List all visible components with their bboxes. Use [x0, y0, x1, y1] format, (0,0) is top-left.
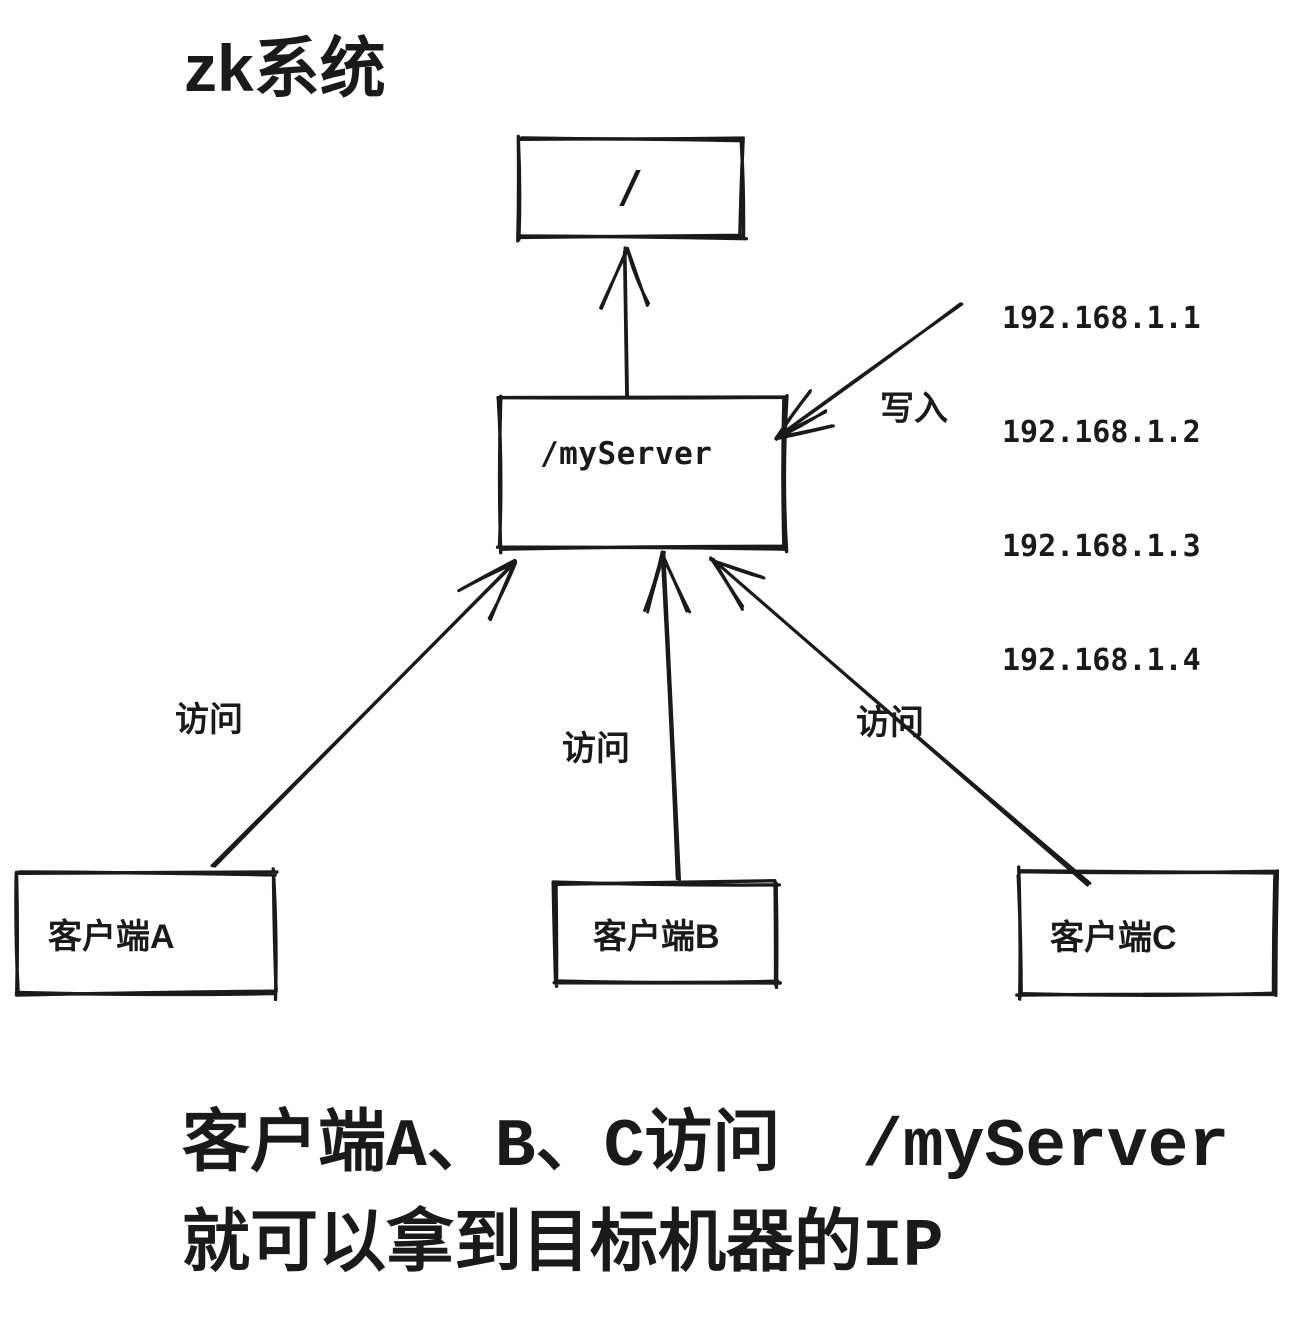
node-client-c: 客户端C	[1020, 873, 1275, 995]
caption-line-2: 就可以拿到目标机器的IP	[182, 1209, 944, 1286]
edge-write-arrow	[774, 302, 964, 441]
ip-address-line: 192.168.1.2	[1002, 415, 1201, 450]
node-client-c-label: 客户端C	[1050, 918, 1177, 957]
edge-label-write: 写入	[880, 390, 948, 428]
node-myserver: /myServer	[500, 396, 785, 548]
ip-address-line: 192.168.1.4	[1002, 643, 1201, 678]
caption-line-1: 客户端A、B、C访问 /myServer	[182, 1109, 1230, 1186]
node-root-box	[516, 134, 749, 243]
ip-address-list: 192.168.1.1 192.168.1.2 192.168.1.3 192.…	[1002, 224, 1201, 756]
node-client-a: 客户端A	[18, 873, 275, 993]
edge-label-access-c: 访问	[856, 704, 924, 742]
edge-label-access-a: 访问	[175, 701, 243, 739]
node-client-a-label: 客户端A	[48, 917, 175, 956]
ip-address-line: 192.168.1.1	[1002, 301, 1201, 336]
edge-client-c-access-arrow	[709, 556, 1092, 887]
edge-client-a-access-arrow	[210, 558, 517, 868]
node-root-label: /	[616, 162, 644, 213]
node-myserver-box	[495, 394, 789, 555]
node-client-c-box	[1015, 865, 1280, 1001]
edge-label-access-b: 访问	[562, 730, 630, 768]
edge-myserver-to-root-arrow	[599, 246, 651, 398]
node-client-a-box	[14, 867, 279, 1002]
node-client-b-label: 客户端B	[593, 917, 720, 956]
node-root: /	[518, 138, 742, 237]
diagram-title: zk系统	[184, 31, 386, 105]
ip-address-line: 192.168.1.3	[1002, 529, 1201, 564]
node-client-b: 客户端B	[555, 883, 777, 983]
edge-client-b-access-arrow	[643, 550, 692, 882]
node-myserver-label: /myServer	[540, 436, 713, 472]
node-client-b-box	[551, 879, 782, 989]
